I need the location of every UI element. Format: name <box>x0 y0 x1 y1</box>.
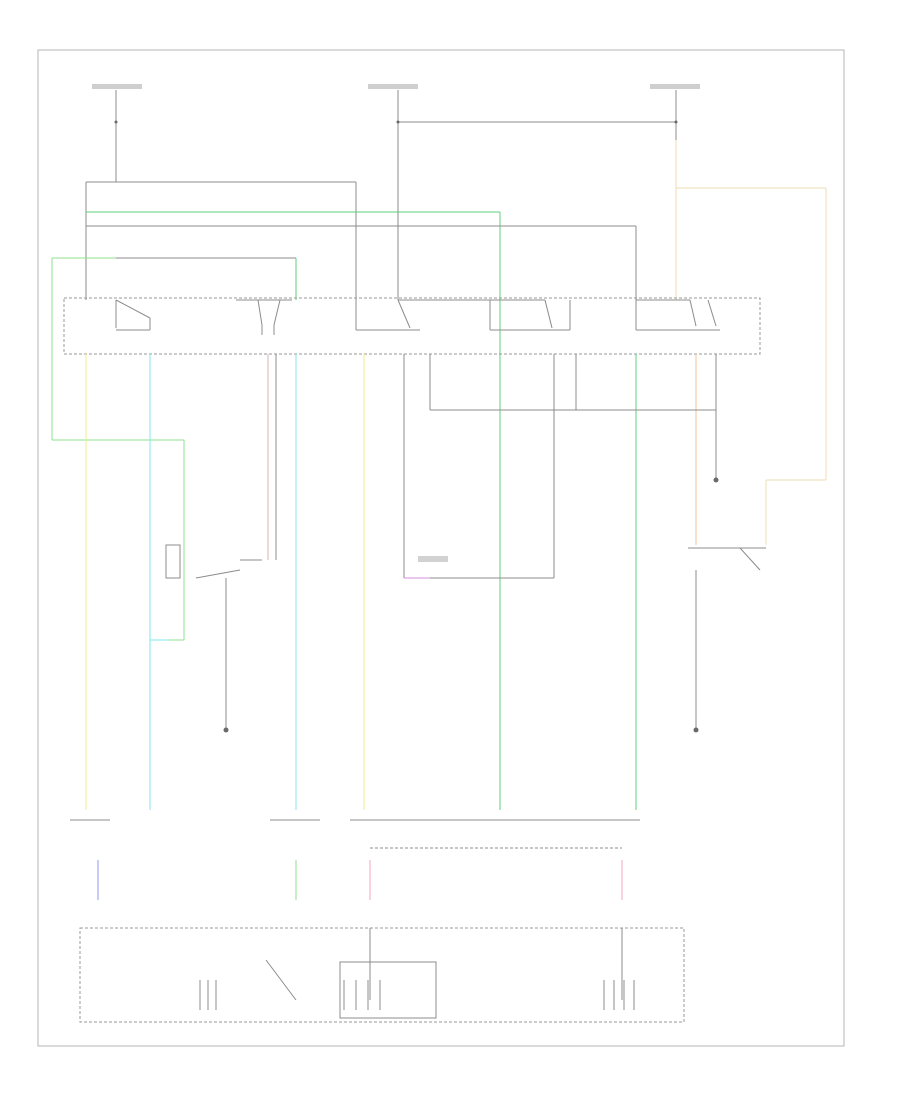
vertical-wires <box>85 354 717 810</box>
switch-1 <box>115 299 151 331</box>
switch-4 <box>489 299 571 331</box>
switch-2 <box>236 299 292 335</box>
power-feeds <box>92 84 700 300</box>
fuse-panel-left-label <box>92 84 142 89</box>
module-pins <box>199 980 635 1010</box>
upper-bus-wires <box>51 140 827 810</box>
switch-block <box>63 297 761 355</box>
diagram-border <box>37 49 845 1047</box>
left-sensor-switch <box>150 544 262 733</box>
bottom-module <box>79 927 685 1023</box>
right-ground-switch <box>688 477 766 733</box>
fuse-panel-right-label <box>650 84 700 89</box>
switch-5 <box>635 299 720 331</box>
lower-connectors <box>70 819 640 900</box>
middle-relay <box>418 556 448 562</box>
switch-3 <box>355 299 545 331</box>
fuse-panel-mid-label <box>368 84 418 89</box>
